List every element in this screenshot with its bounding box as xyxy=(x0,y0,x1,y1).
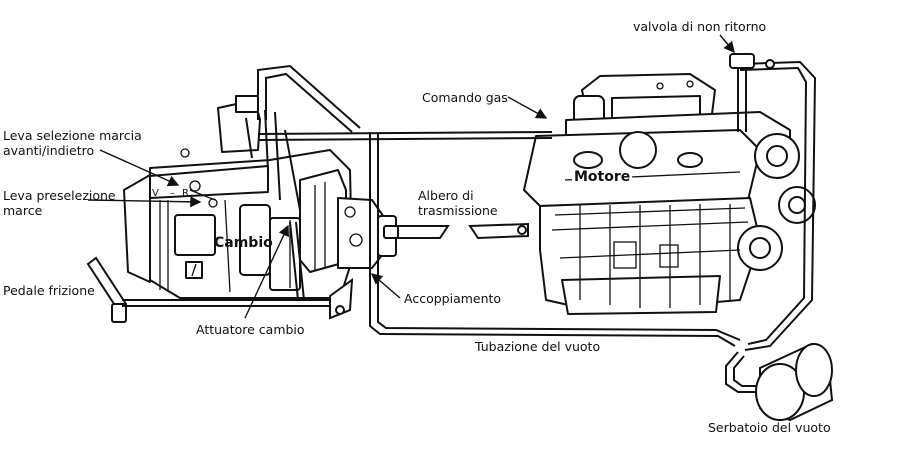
cambio-title: Cambio xyxy=(214,235,273,251)
callout-arrows xyxy=(87,34,735,319)
label-albero: Albero di trasmissione xyxy=(418,188,498,218)
label-tubazione: Tubazione del vuoto xyxy=(473,339,603,354)
label-attuatore-cambio: Attuatore cambio xyxy=(196,322,305,337)
vacuum-piping xyxy=(257,60,817,393)
label-pedale-frizione: Pedale frizione xyxy=(3,283,95,298)
check-valve xyxy=(729,53,775,69)
label-serbatoio: Serbatoio del vuoto xyxy=(708,420,831,435)
gearbox xyxy=(123,95,397,299)
label-comando-gas: Comando gas xyxy=(422,90,508,105)
label-leva-preselezione: Leva preselezione marce xyxy=(3,188,116,218)
engine xyxy=(523,73,816,315)
motore-title: Motore xyxy=(572,169,633,185)
label-accoppiamento: Accoppiamento xyxy=(404,291,502,306)
dial-r-label: R xyxy=(182,188,189,199)
dial-v-label: V xyxy=(152,188,159,199)
clutch-linkage xyxy=(86,221,354,323)
dial-arrow: – xyxy=(170,188,175,199)
label-valvola: valvola di non ritorno xyxy=(633,19,767,34)
vacuum-tank xyxy=(755,342,834,422)
propeller-shaft xyxy=(383,222,529,240)
label-leva-selezione: Leva selezione marcia avanti/indietro xyxy=(3,128,142,158)
